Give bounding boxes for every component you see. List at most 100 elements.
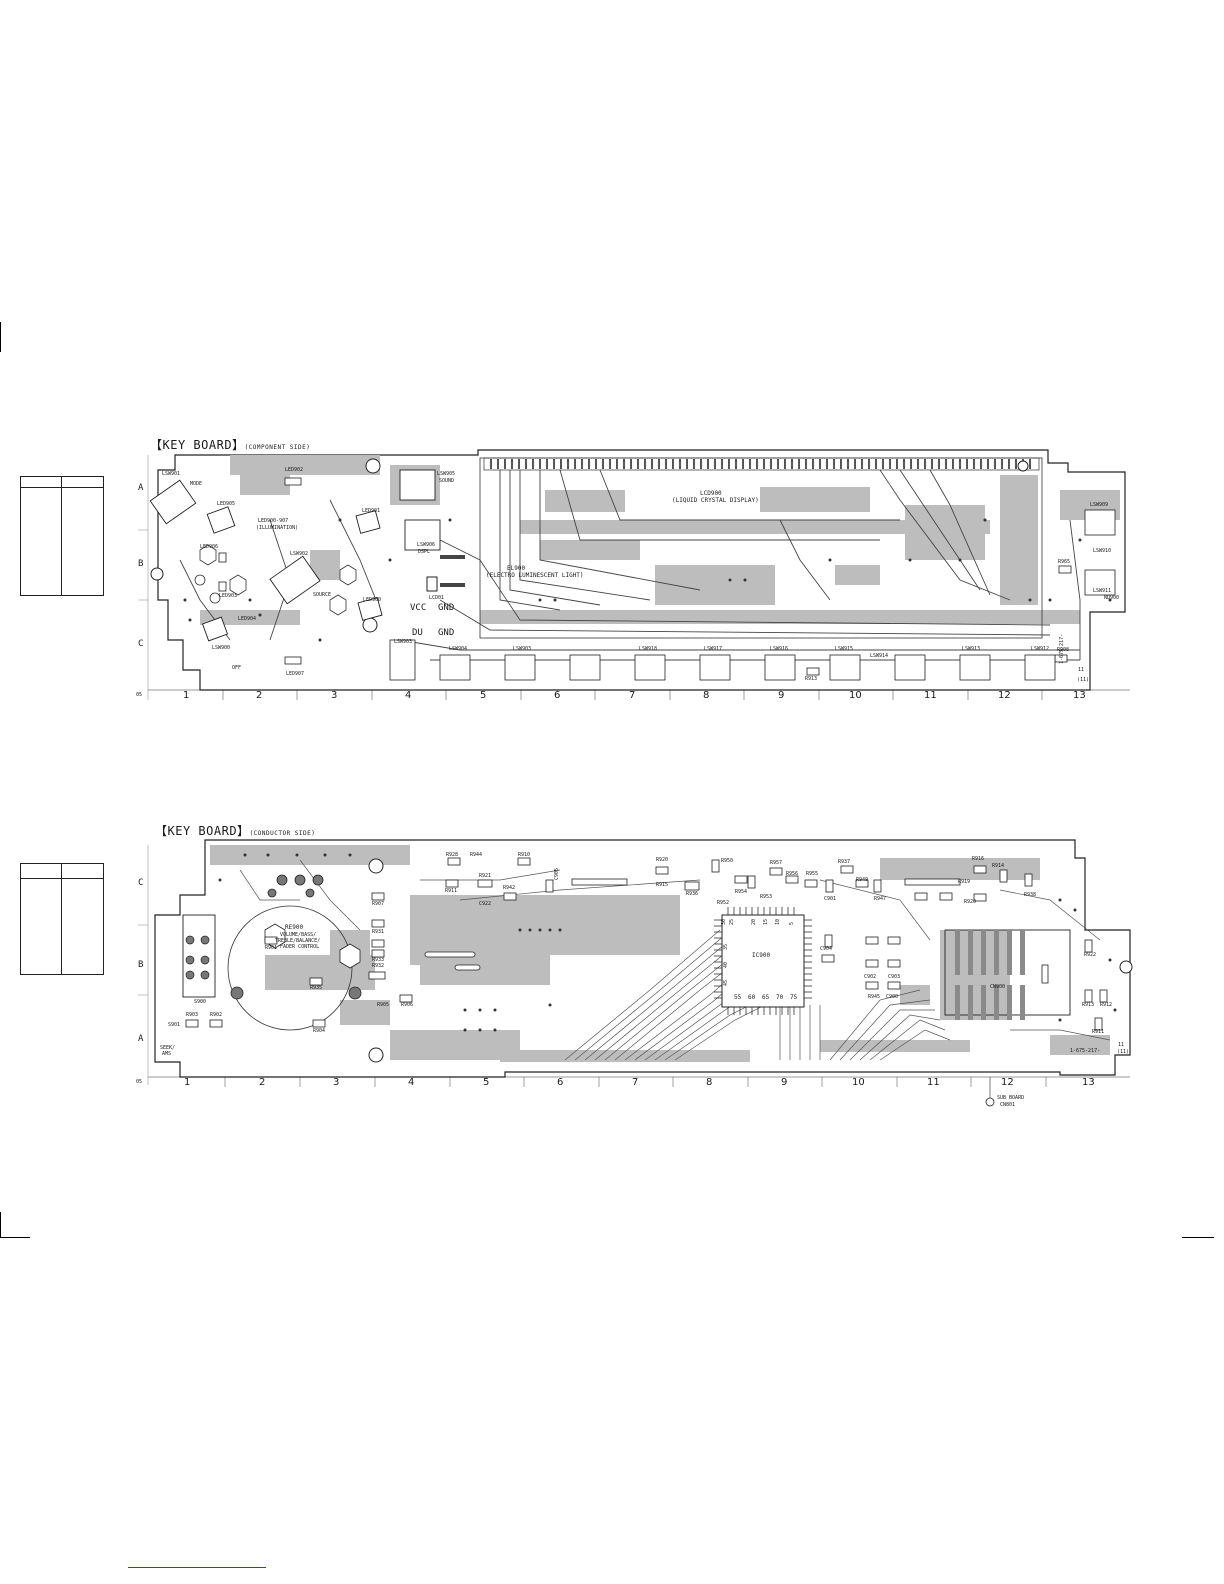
top-ref-el-desc: (ELECTRO LUMINESCENT LIGHT) xyxy=(486,572,584,579)
bottom-ref-r955: R955 xyxy=(806,871,819,877)
bottom-col-4: 4 xyxy=(408,1077,415,1088)
bottom-ref-r905: R905 xyxy=(377,1002,390,1008)
bottom-ref-r911: R911 xyxy=(445,888,458,894)
bottom-smd-parts xyxy=(185,857,1108,1031)
bottom-col-7: 7 xyxy=(632,1077,639,1088)
crop-mark-left-bottom-h xyxy=(0,1237,30,1238)
top-board-title: 【KEY BOARD】(COMPONENT SIDE) xyxy=(150,438,311,452)
bottom-ref-cn900: CN900 xyxy=(990,984,1006,990)
bottom-col-2: 2 xyxy=(259,1077,266,1088)
top-ref-lsw911: LSW911 xyxy=(1093,588,1112,594)
top-ref-lsw910: LSW910 xyxy=(1093,548,1112,554)
bottom-ref-re900-desc3: FADER CONTROL xyxy=(280,944,320,950)
top-col-2: 2 xyxy=(256,690,263,701)
top-ref-lsw906: LSW906 xyxy=(417,542,436,548)
bottom-slot-4 xyxy=(904,878,961,886)
top-ref-el900: EL900 xyxy=(507,565,526,572)
cn900-fingers xyxy=(955,930,1025,1020)
top-el-connector xyxy=(440,555,465,587)
bottom-col-8: 8 xyxy=(706,1077,713,1088)
top-ref-led900: LED900 xyxy=(363,597,382,603)
top-ref-lcd900: LCD900 xyxy=(700,490,722,497)
top-ref-mode: MODE xyxy=(190,481,203,487)
top-side-table xyxy=(20,476,104,596)
bottom-ref-r904: R904 xyxy=(313,1028,326,1034)
bottom-row-label-a: A xyxy=(138,1034,144,1044)
top-corner-code: 05 xyxy=(136,692,143,698)
bottom-ref-c902: C902 xyxy=(864,974,877,980)
crop-mark-left-top xyxy=(0,322,1,352)
top-ref-lsw914: LSW914 xyxy=(870,653,889,659)
bottom-board-diagram xyxy=(138,839,1133,1107)
top-hole-2 xyxy=(1017,460,1029,472)
top-side-table-divider xyxy=(61,477,62,595)
bottom-ref-rev: 11 xyxy=(1118,1042,1125,1048)
top-ref-source: SOURCE xyxy=(313,592,332,598)
top-ref-lsw903-b: LSW903 xyxy=(513,646,532,652)
bottom-cn900 xyxy=(944,929,1071,1020)
bottom-ref-r947: R947 xyxy=(874,896,887,902)
bottom-col-3: 3 xyxy=(333,1077,340,1088)
bottom-col-13: 13 xyxy=(1082,1077,1095,1088)
bottom-hole-2 xyxy=(368,1047,384,1063)
bottom-ref-r938: R938 xyxy=(1024,892,1037,898)
top-ref-r913: R913 xyxy=(805,676,818,682)
bottom-ref-r901: R901 xyxy=(265,945,278,951)
ic900-pin-45: 45 xyxy=(723,979,729,986)
top-ref-partnum: 1-675-217- xyxy=(1059,633,1065,664)
bottom-ref-r907: R907 xyxy=(372,901,385,907)
top-hole-3 xyxy=(362,617,378,633)
bottom-col-12: 12 xyxy=(1001,1077,1014,1088)
top-ref-lsw901: LSW901 xyxy=(162,471,181,477)
bottom-grid-col-ticks xyxy=(224,1077,1047,1087)
bottom-ref-r954: R954 xyxy=(735,889,748,895)
top-ref-illumination: (ILLUMINATION) xyxy=(256,525,299,531)
ic900-pin-60: 60 xyxy=(748,994,756,1001)
top-ref-led906: LED906 xyxy=(200,544,219,550)
bottom-slot-3 xyxy=(571,878,628,886)
ic900-pins-left xyxy=(714,919,722,999)
bottom-ic900 xyxy=(714,907,812,1015)
top-col-5: 5 xyxy=(480,690,487,701)
top-ref-lsw902: LSW902 xyxy=(290,551,309,557)
top-vias xyxy=(183,518,1112,642)
bottom-side-table-header xyxy=(21,864,103,879)
top-col-8: 8 xyxy=(703,690,710,701)
top-lcd-outline xyxy=(479,457,1043,639)
top-col-10: 10 xyxy=(849,690,862,701)
bottom-ref-r922: R922 xyxy=(1084,952,1097,958)
bottom-col-1: 1 xyxy=(184,1077,191,1088)
crop-mark-left-bottom-v xyxy=(0,1212,1,1238)
bottom-ref-r921: R921 xyxy=(479,873,492,879)
ic900-pin-55: 55 xyxy=(734,994,742,1001)
bottom-row-label-b: B xyxy=(138,960,144,970)
top-ref-du: DU xyxy=(412,628,423,638)
bottom-ref-c905: C905 xyxy=(554,867,560,880)
top-small-parts xyxy=(218,477,1072,676)
top-ref-lsw916: LSW916 xyxy=(770,646,789,652)
bottom-ref-r936: R936 xyxy=(686,891,699,897)
bottom-ref-seek: SEEK/ xyxy=(160,1045,176,1051)
top-col-1: 1 xyxy=(183,690,190,701)
bottom-ref-r937: R937 xyxy=(838,859,851,865)
bottom-ref-r903: R903 xyxy=(186,1012,199,1018)
top-lcd-pins xyxy=(490,459,1031,469)
crop-mark-right-bottom xyxy=(1182,1237,1214,1238)
ic900-pin-65: 65 xyxy=(762,994,770,1001)
top-ref-lsw900: LSW900 xyxy=(212,645,231,651)
bottom-ref-r902: R902 xyxy=(210,1012,223,1018)
bottom-ref-r915: R915 xyxy=(656,882,669,888)
bottom-ref-ams: AMS xyxy=(162,1051,172,1057)
bottom-ref-r920b: R920 xyxy=(964,899,977,905)
top-ref-lsw915: LSW915 xyxy=(835,646,854,652)
sub-board-note-2: CN801 xyxy=(1000,1102,1016,1108)
top-ref-led904: LED904 xyxy=(238,616,257,622)
bottom-ref-c904: C904 xyxy=(820,946,833,952)
top-ref-rev2: (11) xyxy=(1077,677,1090,683)
top-col-6: 6 xyxy=(554,690,561,701)
ic900-pin-5: 5 xyxy=(789,921,795,925)
bottom-ref-c903: C903 xyxy=(888,974,901,980)
bottom-ref-c922: C922 xyxy=(479,901,492,907)
bottom-ref-re900-desc2: TREBLE/BALANCE/ xyxy=(275,938,321,944)
top-ref-led900-907: LED900-907 xyxy=(258,518,289,524)
